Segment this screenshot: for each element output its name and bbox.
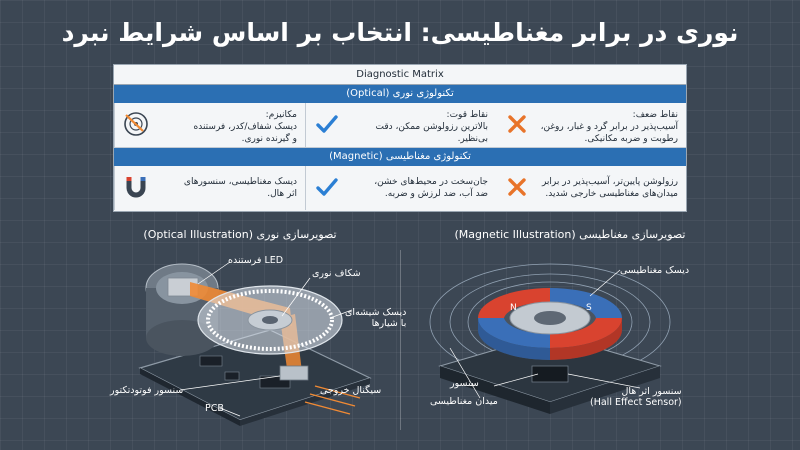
- optical-row: مکانیزم: دیسک شفاف/کدر، فرستنده و گیرنده…: [114, 103, 686, 148]
- magnetic-weaknesses-text: رزولوشن پایین‌تر، آسیب‌پذیر در برابر مید…: [541, 177, 678, 199]
- magnetic-encoder-illustration: N S: [429, 263, 671, 414]
- label-photodetector: سنسور فوتودتکتور: [110, 385, 184, 396]
- magnetic-strengths-cell: جان‌سخت در محیط‌های خشن، ضد آب، ضد لرزش …: [305, 166, 496, 210]
- check-icon: [316, 115, 338, 133]
- label-hall-sensor: سنسور اثر هال (Hall Effect Sensor): [590, 386, 682, 408]
- label-magnetic-field: میدان مغناطیسی: [430, 396, 498, 407]
- optical-weaknesses-cell: نقاط ضعف: آسیب‌پذیر در برابر گرد و غبار،…: [496, 103, 686, 147]
- optical-weaknesses-text: نقاط ضعف: آسیب‌پذیر در برابر گرد و غبار،…: [540, 110, 678, 144]
- pole-s: S: [586, 303, 592, 313]
- label-magnetic-disc: دیسک مغناطیسی: [620, 265, 690, 276]
- label-pcb: PCB: [205, 403, 224, 414]
- magnetic-mechanism-text: دیسک مغناطیسی، سنسورهای اثر هال.: [183, 177, 297, 199]
- cross-icon: [508, 178, 526, 196]
- pole-n: N: [510, 303, 517, 313]
- label-optical-slit: شکاف نوری: [312, 268, 361, 279]
- magnetic-strengths-text: جان‌سخت در محیط‌های خشن، ضد آب، ضد لرزش …: [374, 177, 488, 199]
- label-sensor: سنسور: [450, 378, 479, 389]
- optical-mechanism-cell: مکانیزم: دیسک شفاف/کدر، فرستنده و گیرنده…: [114, 103, 305, 147]
- magnetic-illustration-title: تصویرسازی مغناطیسی (Magnetic Illustratio…: [454, 228, 686, 241]
- matrix-header: Diagnostic Matrix: [114, 65, 686, 85]
- label-output-signal: سیگنال خروجی: [320, 385, 382, 396]
- optical-mechanism-text: مکانیزم: دیسک شفاف/کدر، فرستنده و گیرنده…: [193, 110, 297, 144]
- page-title: نوری در برابر مغناطیسی: انتخاب بر اساس ش…: [61, 18, 739, 47]
- magnetic-row: دیسک مغناطیسی، سنسورهای اثر هال. جان‌سخت…: [114, 166, 686, 210]
- magnetic-weaknesses-cell: رزولوشن پایین‌تر، آسیب‌پذیر در برابر مید…: [496, 166, 686, 210]
- check-icon: [316, 178, 338, 196]
- section-divider: [400, 250, 401, 430]
- label-led-emitter: LED فرستنده: [228, 255, 284, 266]
- magnet-icon: [126, 177, 146, 198]
- photodetector-sensor: [279, 365, 309, 381]
- magnetic-band: تکنولوژی مغناطیسی (Magnetic): [114, 148, 686, 166]
- optical-illustration-title: تصویرسازی نوری (Optical Illustration): [143, 228, 337, 241]
- diagnostic-matrix: Diagnostic Matrix تکنولوژی نوری (Optical…: [113, 64, 687, 212]
- cross-icon: [508, 115, 526, 133]
- label-glass-disc: دیسک شیشه‌ای با شیارها: [345, 307, 407, 329]
- optical-strengths-text: نقاط قوت: بالاترین رزولوشن ممکن، دقت بی‌…: [375, 110, 488, 144]
- optical-encoder-illustration: [138, 261, 372, 426]
- optical-band: تکنولوژی نوری (Optical): [114, 85, 686, 103]
- optical-strengths-cell: نقاط قوت: بالاترین رزولوشن ممکن، دقت بی‌…: [305, 103, 496, 147]
- magnetic-mechanism-cell: دیسک مغناطیسی، سنسورهای اثر هال.: [114, 166, 305, 210]
- optical-disc-icon: [124, 112, 148, 136]
